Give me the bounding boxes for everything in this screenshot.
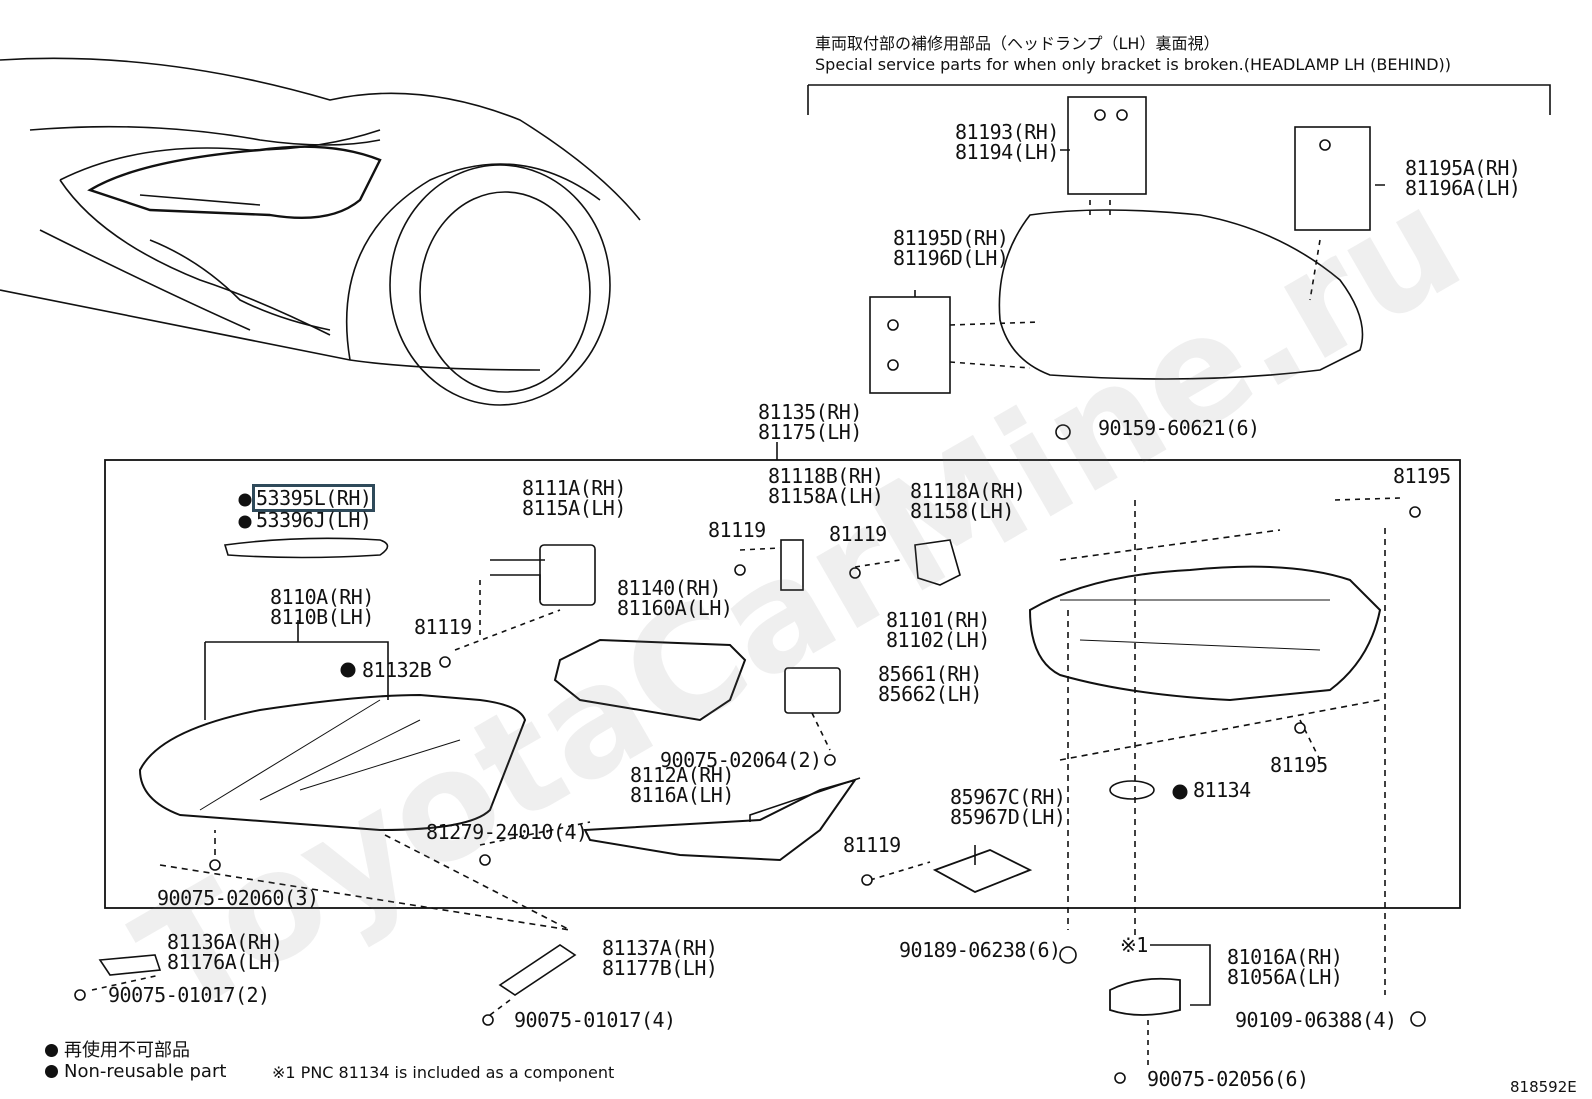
part-label-81279-24010[interactable]: 81279-24010(4) xyxy=(426,820,588,844)
part-label-90159-60621[interactable]: 90159-60621(6) xyxy=(1098,416,1260,440)
non-reusable-dot-icon xyxy=(45,1044,58,1057)
part-label-81140[interactable]: 81140(RH)81160A(LH) xyxy=(617,576,733,620)
legend-en: Non-reusable part xyxy=(45,1061,226,1082)
part-label-81119-c[interactable]: 81119 xyxy=(414,615,472,639)
header-en: Special service parts for when only brac… xyxy=(815,55,1452,74)
part-label-8112A[interactable]: 8112A(RH)8116A(LH) xyxy=(630,763,734,807)
legend-note: ※1 PNC 81134 is included as a component xyxy=(272,1063,615,1082)
figure-id: 818592E xyxy=(1510,1078,1577,1096)
part-label-81016A[interactable]: 81016A(RH)81056A(LH) xyxy=(1227,945,1343,989)
part-label-81118A[interactable]: 81118A(RH)81158(LH) xyxy=(910,479,1026,523)
part-label-90075-02056[interactable]: 90075-02056(6) xyxy=(1147,1067,1309,1091)
part-label-81195-lower[interactable]: 81195 xyxy=(1270,753,1328,777)
part-label-81119-d[interactable]: 81119 xyxy=(843,833,901,857)
part-label-81135[interactable]: 81135(RH)81175(LH) xyxy=(758,400,862,444)
part-label-81119-a[interactable]: 81119 xyxy=(708,518,766,542)
part-label-90075-01017-a[interactable]: 90075-01017(2) xyxy=(108,983,270,1007)
part-label-81193[interactable]: 81193(RH)81194(LH) xyxy=(955,120,1059,164)
legend-jp: 再使用不可部品 xyxy=(45,1036,190,1062)
part-label-81195A[interactable]: 81195A(RH)81196A(LH) xyxy=(1405,156,1521,200)
part-label-8111A[interactable]: 8111A(RH)8115A(LH) xyxy=(522,476,626,520)
part-label-81136A[interactable]: 81136A(RH)81176A(LH) xyxy=(167,930,283,974)
part-label-81118B[interactable]: 81118B(RH)81158A(LH) xyxy=(768,464,884,508)
part-label-81137A[interactable]: 81137A(RH)81177B(LH) xyxy=(602,936,718,980)
part-label-90075-02060[interactable]: 90075-02060(3) xyxy=(157,886,319,910)
part-label-90075-02064[interactable]: 90075-02064(2) xyxy=(660,748,822,772)
part-label-85661[interactable]: 85661(RH)85662(LH) xyxy=(878,662,982,706)
part-label-81134[interactable]: 81134 xyxy=(1193,778,1251,802)
part-label-81132B[interactable]: 81132B xyxy=(362,658,432,682)
part-label-90189-06238[interactable]: 90189-06238(6) xyxy=(899,938,1061,962)
part-label-53396J[interactable]: 53396J(LH) xyxy=(256,508,372,532)
non-reusable-dot-icon xyxy=(45,1065,58,1078)
part-label-81119-b[interactable]: 81119 xyxy=(829,522,887,546)
part-label-90075-01017-b[interactable]: 90075-01017(4) xyxy=(514,1008,676,1032)
part-label-81101[interactable]: 81101(RH)81102(LH) xyxy=(886,608,990,652)
part-label-81195-top[interactable]: 81195 xyxy=(1393,464,1451,488)
part-label-81195D[interactable]: 81195D(RH)81196D(LH) xyxy=(893,226,1009,270)
part-label-90109-06388[interactable]: 90109-06388(4) xyxy=(1235,1008,1397,1032)
part-label-53395L[interactable]: 53395L(RH) xyxy=(251,484,376,512)
header-jp: 車両取付部の補修用部品（ヘッドランプ（LH）裏面視） xyxy=(815,34,1220,53)
note-marker-1: ※1 xyxy=(1120,933,1148,957)
part-label-8110A[interactable]: 8110A(RH)8110B(LH) xyxy=(270,585,374,629)
part-label-85967[interactable]: 85967C(RH)85967D(LH) xyxy=(950,785,1066,829)
